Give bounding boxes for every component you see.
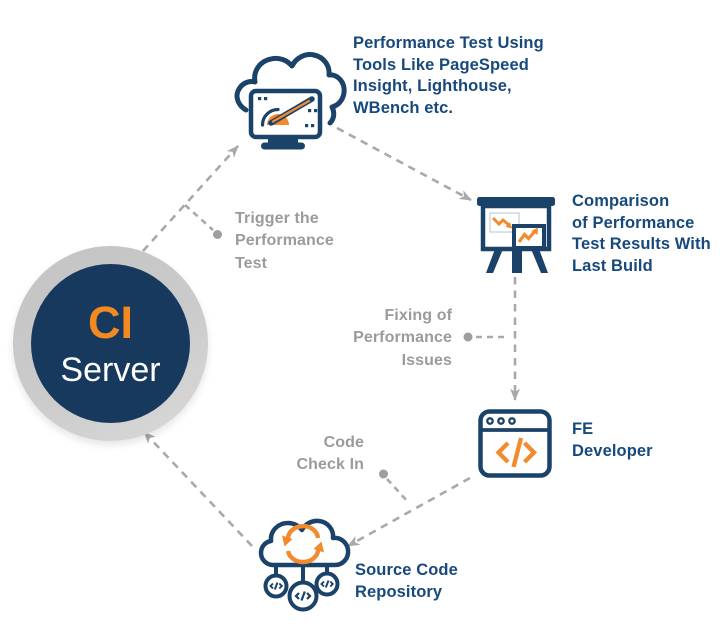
leader-code-check-in-label xyxy=(386,478,410,504)
cloud-sync-repository-icon xyxy=(258,518,351,612)
fe-developer-label: FE Developer xyxy=(572,420,653,460)
ci-server-node: CI Server xyxy=(13,246,208,441)
leader-dot-code-check-in xyxy=(379,469,388,479)
code-check-in-label: Code Check In xyxy=(296,434,364,474)
leader-dot-fixing xyxy=(463,332,473,342)
comparison-label: Comparison of Performance Test Results W… xyxy=(572,192,711,275)
browser-code-icon xyxy=(478,409,552,478)
trigger-performance-test-label: Trigger the Performance Test xyxy=(235,210,334,272)
ci-server-circle: CI Server xyxy=(31,264,190,423)
cloud-speedometer-monitor-icon xyxy=(234,52,347,150)
presentation-board-charts-icon xyxy=(477,197,555,273)
arrow-performance-to-comparison xyxy=(336,126,472,202)
ci-server-abbr: CI xyxy=(88,297,133,348)
leader-dot-trigger xyxy=(213,230,222,239)
performance-test-label: Performance Test Using Tools Like PageSp… xyxy=(353,34,544,117)
source-repo-label: Source Code Repository xyxy=(355,561,458,601)
arrow-repo-to-ci xyxy=(143,431,253,547)
leader-trigger-label xyxy=(184,204,214,231)
arrow-fe-developer-to-repo xyxy=(347,476,471,548)
fixing-performance-issues-label: Fixing of Performance Issues xyxy=(353,307,452,369)
arrow-ci-to-performance-test xyxy=(142,145,239,252)
ci-server-label: Server xyxy=(60,351,161,389)
